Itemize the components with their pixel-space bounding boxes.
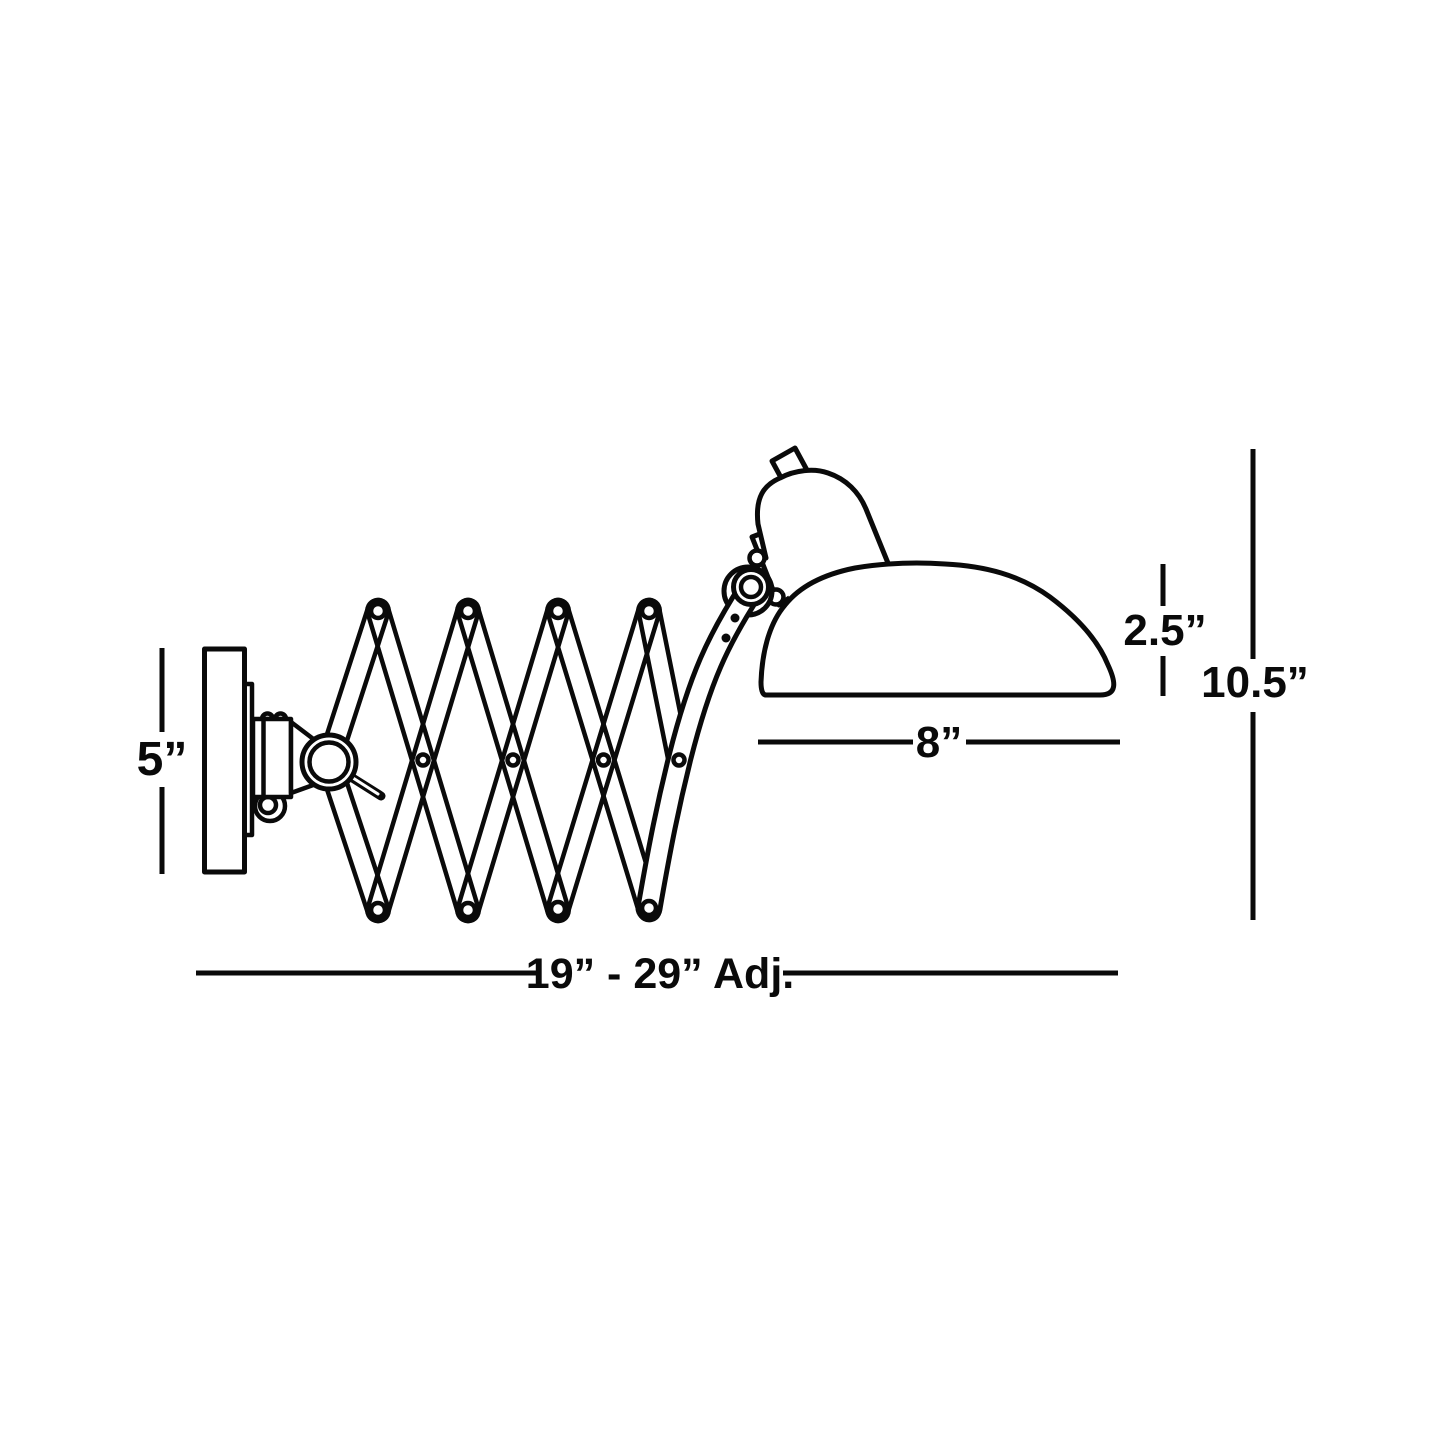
- dim-shade-height: 2.5”: [1123, 564, 1207, 696]
- dim-overall-height: 10.5”: [1201, 449, 1309, 920]
- lamp-shade: [758, 560, 1117, 698]
- joint-hole: [368, 601, 388, 621]
- joint-hole: [368, 900, 388, 920]
- wall-knob-assembly: [299, 732, 386, 801]
- joint-hole: [639, 601, 659, 621]
- wall-mount: [202, 646, 319, 875]
- joint-hole: [639, 898, 659, 918]
- dim-shade-width: 8”: [758, 718, 1120, 767]
- dim-extension-range: 19” - 29” Adj.: [196, 950, 1118, 998]
- joint-hole: [458, 900, 478, 920]
- dim-label: 10.5”: [1201, 658, 1309, 707]
- dimension-annotations: 5” 19” - 29” Adj. 8” 2.5” 10.5”: [137, 449, 1309, 998]
- dim-label: 19” - 29” Adj.: [526, 950, 794, 998]
- adjustment-knob-inner: [307, 740, 351, 784]
- arm-rivet-dot: [730, 613, 740, 623]
- wall-plate: [202, 646, 247, 875]
- dim-label: 5”: [137, 733, 188, 786]
- dim-label: 8”: [916, 718, 962, 767]
- arm-rivet-dot: [721, 633, 731, 643]
- joint-hole-mid: [415, 752, 431, 768]
- bracket-channel: [250, 716, 294, 800]
- joint-hole: [458, 601, 478, 621]
- dim-label: 2.5”: [1123, 606, 1206, 655]
- dim-backplate-height: 5”: [137, 648, 188, 874]
- pivot-screw-top: [747, 548, 767, 568]
- scissor-joints: [368, 601, 687, 920]
- shade-body: [758, 560, 1117, 698]
- lamp-neck-outline: [754, 467, 893, 571]
- head-pivot-knob-inner: [738, 574, 764, 600]
- joint-hole: [548, 601, 568, 621]
- joint-hole: [548, 899, 568, 919]
- joint-hole-mid: [671, 752, 687, 768]
- joint-hole-mid: [595, 752, 612, 768]
- joint-hole-mid: [505, 752, 521, 768]
- scissor-mechanism: [316, 597, 692, 924]
